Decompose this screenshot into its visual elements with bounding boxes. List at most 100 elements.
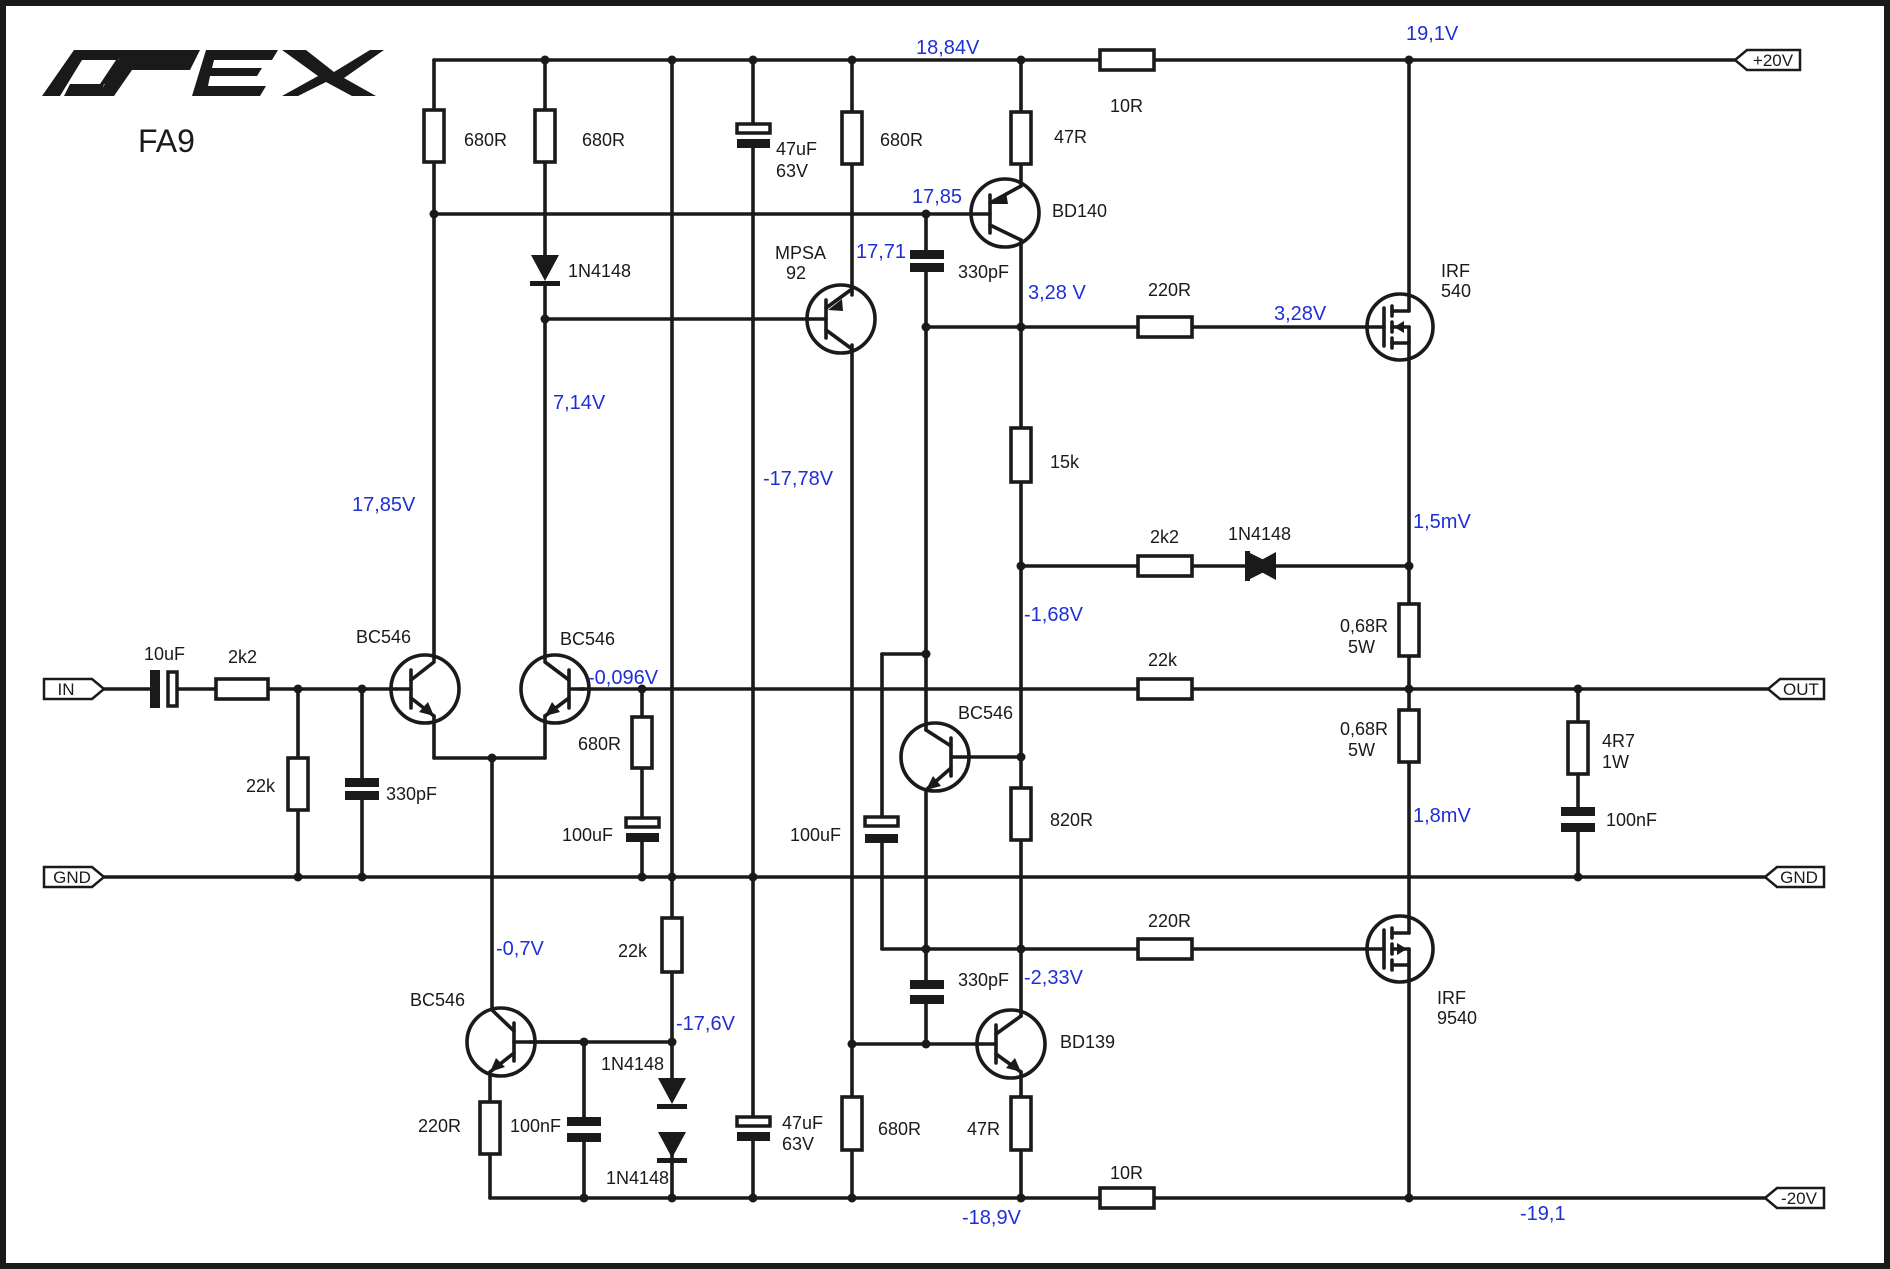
- model-title: FA9: [138, 123, 195, 159]
- label-r-820: 820R: [1050, 810, 1093, 830]
- resistor-220r-top: [1136, 315, 1194, 339]
- transistor-mpsa92: [805, 283, 877, 355]
- label-irf9540-2: 9540: [1437, 1008, 1477, 1028]
- label-r-680-bot: 680R: [878, 1119, 921, 1139]
- voltage-q2-base: -0,096V: [588, 667, 659, 689]
- label-c-cs: 100nF: [510, 1116, 561, 1136]
- voltage-irf-gate: 3,28V: [1274, 303, 1327, 325]
- label-c-100u-vbe: 100uF: [790, 825, 841, 845]
- resistor-r-in: [214, 677, 270, 701]
- label-r-10-top: 10R: [1110, 96, 1143, 116]
- label-irf9540-1: IRF: [1437, 988, 1466, 1008]
- port-vneg: -20V: [1763, 1186, 1826, 1210]
- resistor-680r-b: [533, 108, 557, 164]
- voltage-out-bottom: 1,8mV: [1413, 805, 1471, 827]
- resistor-r-bias: [286, 756, 310, 812]
- svg-text:GND: GND: [53, 868, 91, 887]
- transistor-bd139: [975, 1008, 1047, 1080]
- label-bd139: BD139: [1060, 1032, 1115, 1052]
- transistor-cs-bc546: [465, 1006, 537, 1078]
- transistor-bd140: [926, 177, 1041, 249]
- apex-logo: [42, 50, 384, 96]
- label-r-2k2-fb: 2k2: [1150, 527, 1179, 547]
- voltage-cs-ref: -17,6V: [676, 1013, 736, 1035]
- resistor-22k-fb: [1136, 677, 1194, 701]
- capacitor-330pf-top: [910, 250, 944, 272]
- diode-1n4148-cs1: [657, 1078, 687, 1109]
- resistor-680r-fb: [630, 715, 654, 770]
- capacitor-47uf-bot: [735, 1115, 772, 1141]
- label-d-cs2: 1N4148: [606, 1168, 669, 1188]
- capacitor-100uf-vbe: [863, 815, 900, 843]
- label-r-cs: 220R: [418, 1116, 461, 1136]
- port-vpos: +20V: [1733, 48, 1802, 72]
- voltage-mpsa-collector: 17,71: [856, 241, 906, 263]
- label-c-in-filter: 330pF: [386, 784, 437, 804]
- voltage-top-rail-in: 18,84V: [916, 37, 980, 59]
- mosfet-irf9540: [1365, 914, 1435, 984]
- label-r-47-top: 47R: [1054, 127, 1087, 147]
- label-r-220-top: 220R: [1148, 280, 1191, 300]
- label-c-bulk-top-r: 63V: [776, 161, 808, 181]
- resistor-680r-bot: [840, 1095, 864, 1152]
- transistor-vbe-bc546: [899, 721, 972, 793]
- svg-text:-20V: -20V: [1781, 1189, 1818, 1208]
- label-c-bulk-bot-v: 47uF: [782, 1113, 823, 1133]
- transistor-q2-bc546: [519, 653, 591, 725]
- resistor-10r-top: [1098, 48, 1156, 72]
- label-c-bulk-top-v: 47uF: [776, 139, 817, 159]
- label-r-680-fb: 680R: [578, 734, 621, 754]
- label-r-068-top-1: 0,68R: [1340, 616, 1388, 636]
- label-d-fb: 1N4148: [1228, 524, 1291, 544]
- svg-text:GND: GND: [1780, 868, 1818, 887]
- voltage-out-top: 1,5mV: [1413, 511, 1471, 533]
- label-bd140: BD140: [1052, 201, 1107, 221]
- voltage-q1-collector: 17,85V: [352, 494, 416, 516]
- port-gnd-right: GND: [1763, 865, 1826, 889]
- label-r-bias: 22k: [246, 776, 276, 796]
- wires: [102, 58, 1770, 1200]
- label-q1: BC546: [356, 627, 411, 647]
- resistor-068r-top: [1397, 602, 1421, 658]
- label-r-068-bot-2: 5W: [1348, 740, 1375, 760]
- capacitor-10uf-in: [150, 670, 179, 708]
- label-irf540-1: IRF: [1441, 261, 1470, 281]
- label-q-vbe: BC546: [958, 703, 1013, 723]
- label-r-10-bot: 10R: [1110, 1163, 1143, 1183]
- voltage-bd140-collector: 3,28 V: [1028, 282, 1086, 304]
- resistor-47r-top: [1009, 110, 1033, 166]
- label-irf540-2: 540: [1441, 281, 1471, 301]
- port-in: IN: [42, 677, 106, 701]
- voltage-bd139-collector: -2,33V: [1024, 967, 1084, 989]
- resistor-680r-vas: [840, 110, 864, 166]
- label-r-zobel-1: 4R7: [1602, 731, 1635, 751]
- label-c-zobel: 100nF: [1606, 810, 1657, 830]
- label-r-fb: 22k: [1148, 650, 1178, 670]
- label-r-zobel-2: 1W: [1602, 752, 1629, 772]
- label-r-068-bot-1: 0,68R: [1340, 719, 1388, 739]
- label-mpsa-1: MPSA: [775, 243, 826, 263]
- label-r-tail2: 680R: [582, 130, 625, 150]
- resistor-2k2-fb: [1136, 554, 1194, 578]
- label-r-220-bot: 220R: [1148, 911, 1191, 931]
- resistors: [214, 48, 1590, 1210]
- label-d-cs1: 1N4148: [601, 1054, 664, 1074]
- resistor-220r-cs: [478, 1100, 502, 1156]
- voltage-tail: -0,7V: [496, 938, 544, 960]
- diode-1n4148-cs2: [657, 1132, 687, 1163]
- label-r-tail1: 680R: [464, 130, 507, 150]
- resistor-47r-bot: [1009, 1095, 1033, 1152]
- port-gnd-left: GND: [42, 865, 106, 889]
- transistors: [389, 177, 1435, 1080]
- resistor-4r7: [1566, 720, 1590, 776]
- voltage-bd140-base: 17,85: [912, 186, 962, 208]
- label-r-22k-cs: 22k: [618, 941, 648, 961]
- voltage-bottom-rail-out: -19,1: [1520, 1203, 1566, 1225]
- label-r-47-bot: 47R: [967, 1119, 1000, 1139]
- label-c-100u-fb: 100uF: [562, 825, 613, 845]
- diode-1n4148-fb: [1245, 551, 1276, 581]
- svg-text:IN: IN: [58, 680, 75, 699]
- capacitor-100nf-cs: [567, 1117, 601, 1142]
